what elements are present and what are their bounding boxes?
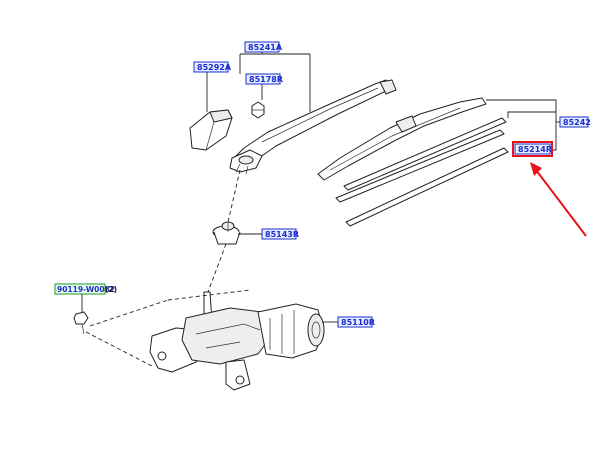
callout-bolt[interactable]: 90119-W0082 (2) [54, 283, 117, 295]
callout-cap-text: 85292A [197, 63, 232, 72]
callout-arm[interactable]: 85241A [244, 41, 283, 53]
callout-motor-text: 85110R [341, 318, 375, 327]
callout-motor[interactable]: 85110R [337, 316, 375, 328]
wiper-motor [149, 291, 325, 391]
callout-nut-text: 85178R [249, 75, 283, 84]
callout-blade-assembly[interactable]: 85242 [559, 116, 591, 128]
wiper-arm [229, 79, 397, 175]
nut-part [251, 101, 265, 119]
callout-blade-assembly-text: 85242 [563, 118, 591, 127]
wiper-blade-assembly [317, 97, 487, 181]
callout-blade-insert[interactable]: 85214R [512, 141, 553, 157]
arm-cap [189, 109, 233, 151]
callout-cap[interactable]: 85292A [193, 61, 232, 73]
red-arrow-icon [530, 162, 587, 237]
callout-pivot-cap-text: 85143R [265, 230, 299, 239]
leader-lines [81, 50, 560, 367]
callout-arm-text: 85241A [248, 43, 283, 52]
blade-rubber-inserts [335, 117, 509, 227]
bolt-part [73, 311, 89, 335]
callout-bolt-text: 90119-W0082 [57, 285, 115, 294]
callout-nut[interactable]: 85178R [245, 73, 283, 85]
pivot-cap [212, 221, 241, 245]
callout-pivot-cap[interactable]: 85143R [261, 228, 299, 240]
callout-blade-insert-text: 85214R [518, 145, 552, 154]
callout-bolt-qty: (2) [105, 285, 117, 294]
